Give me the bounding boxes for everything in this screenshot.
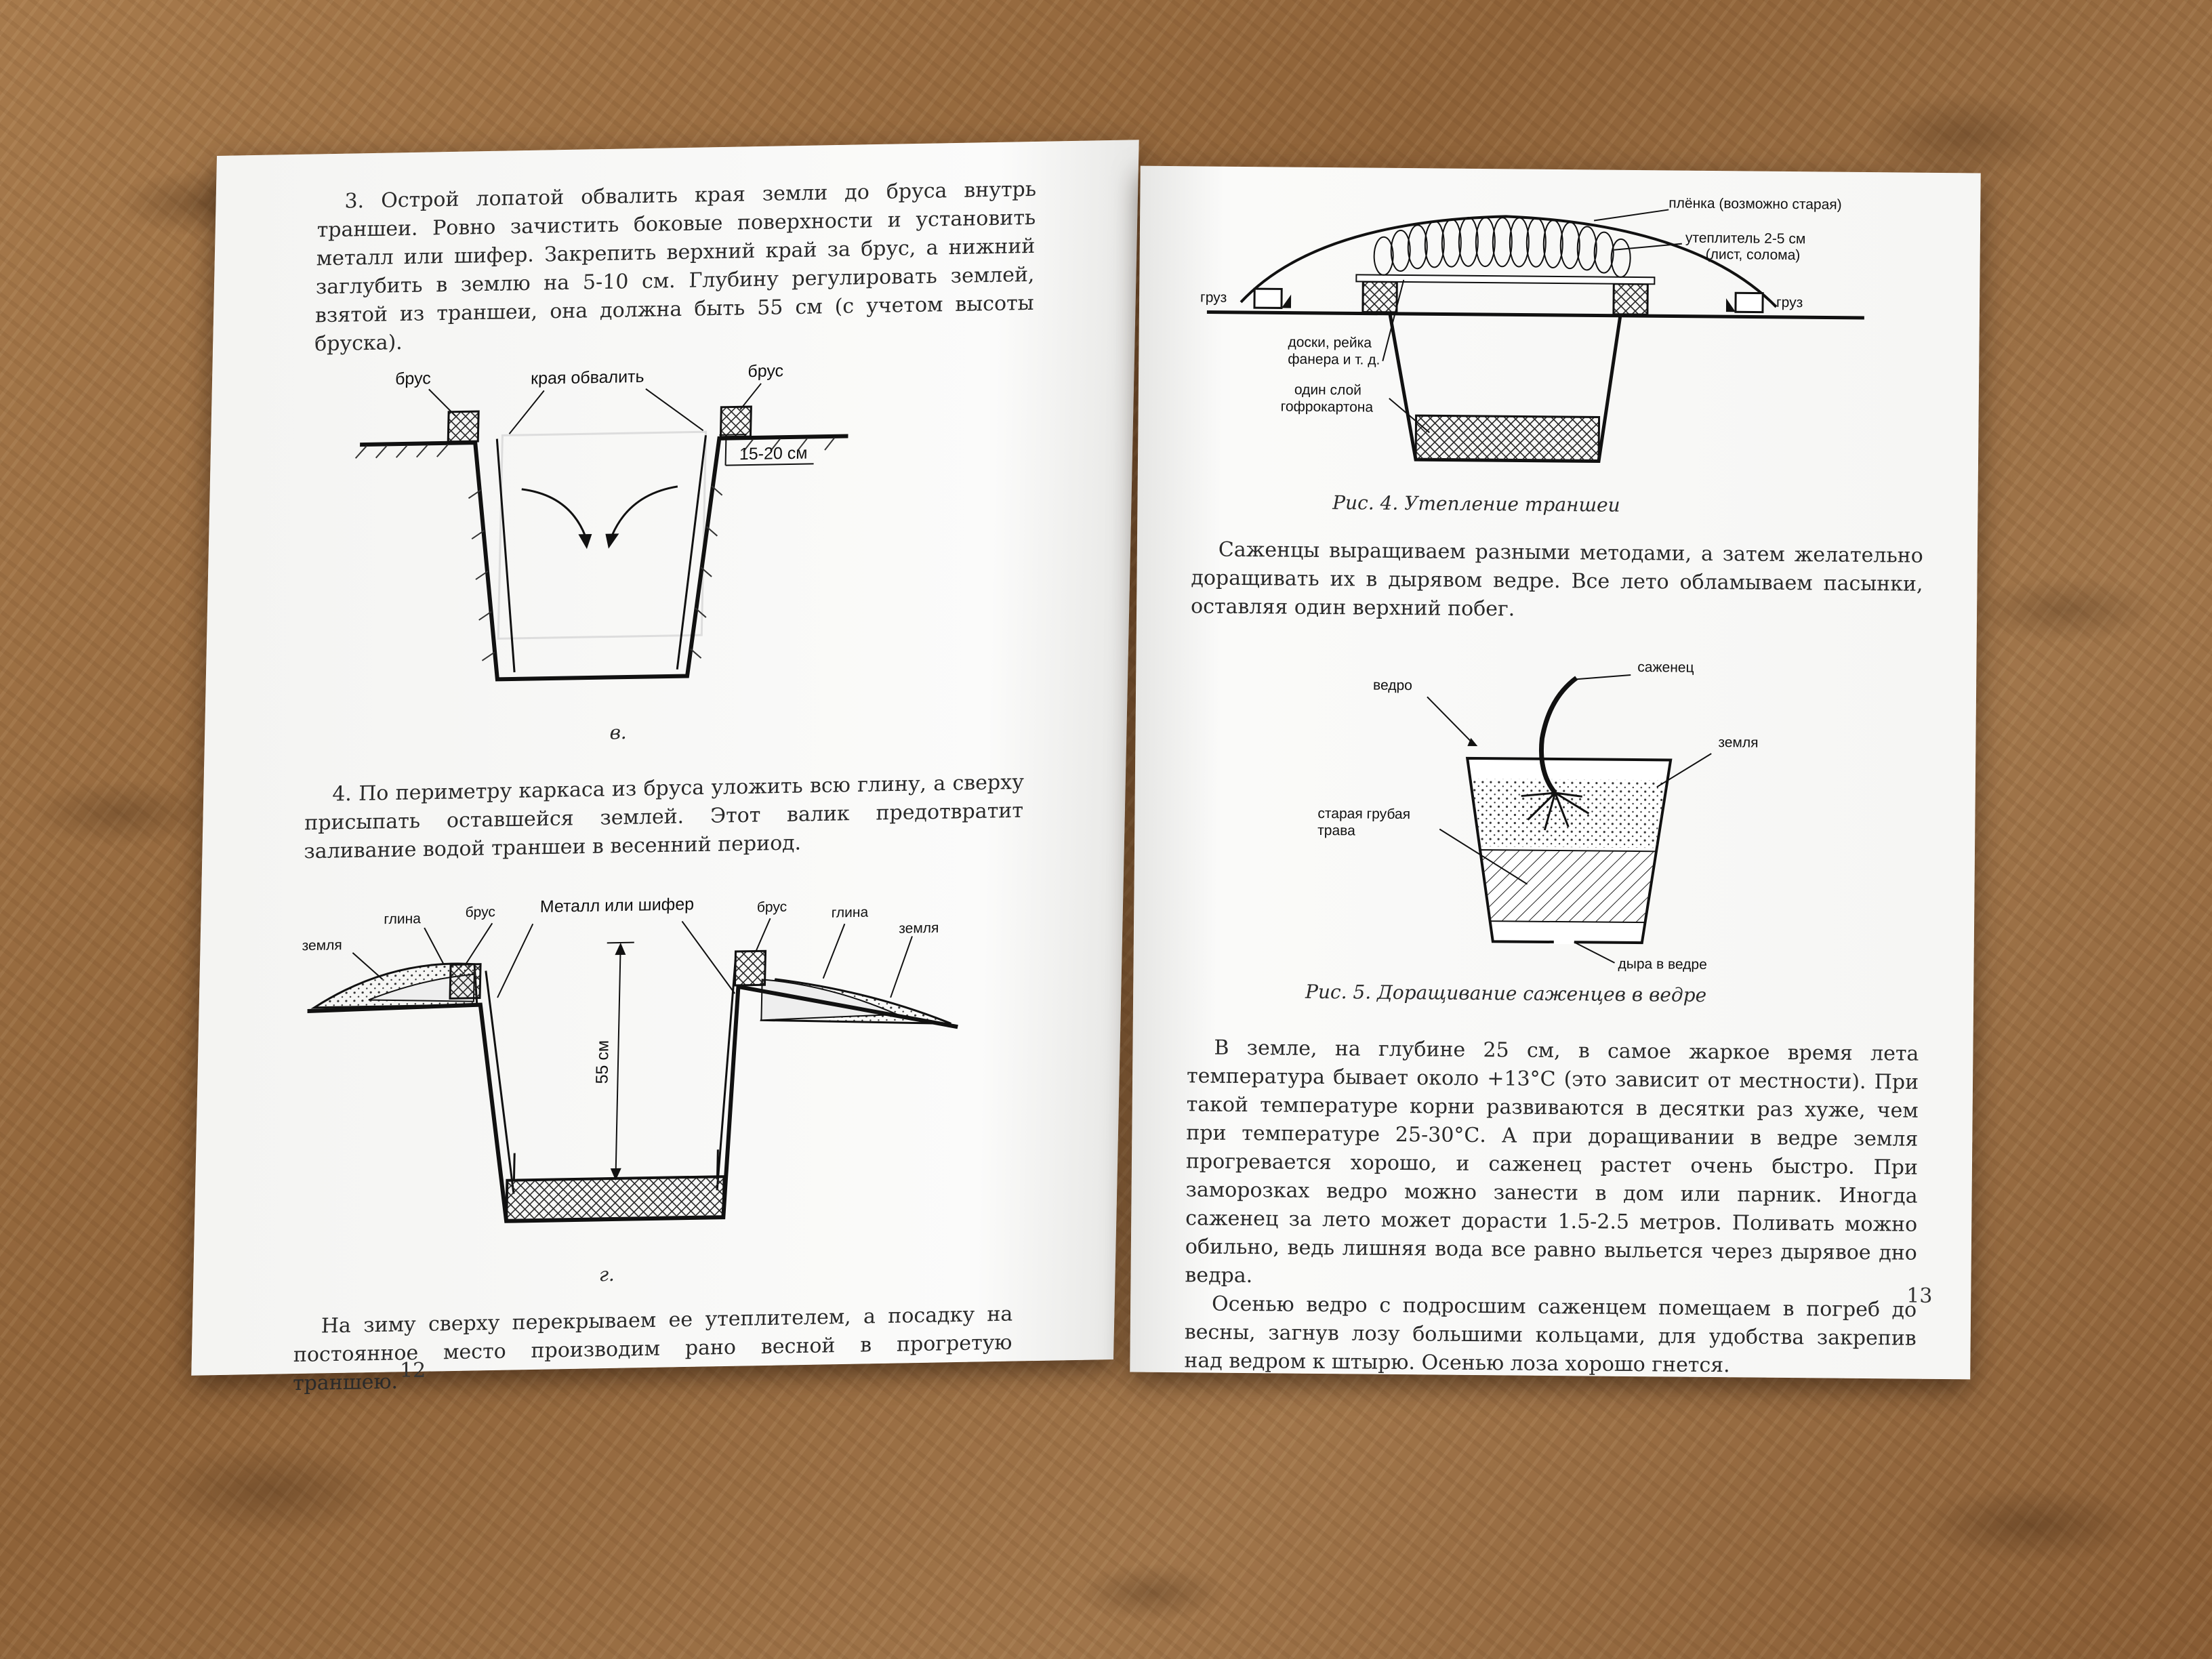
label-load-left: груз [1200, 289, 1227, 305]
label-brus-right-g: брус [757, 899, 787, 916]
figure-4-insulation-diagram: плёнка (возможно старая) утеплитель 2-5 … [1200, 195, 1864, 464]
label-film: плёнка (возможно старая) [1668, 195, 1842, 212]
left-paragraph-5: На зиму сверху перекрываем ее утеплителе… [292, 1302, 1013, 1396]
figure-4-caption: Рис. 4. Утепление траншеи [1332, 491, 1620, 516]
label-metal: Металл или шифер [540, 895, 695, 916]
left-paragraph-4: 4. По периметру каркаса из бруса уложить… [304, 770, 1025, 864]
label-soil: земля [1718, 735, 1758, 751]
label-insulation-2: (лист, солома) [1706, 247, 1801, 263]
label-bucket: ведро [1373, 678, 1412, 694]
label-brus-left-g: брус [465, 904, 495, 920]
figure-g-trench-diagram: 55 см земля глина брус Металл или шифер … [302, 895, 958, 1223]
label-cardboard-1: один слой [1294, 382, 1361, 398]
label-glina-right: глина [831, 905, 868, 921]
label-boards-1: доски, рейка [1288, 335, 1372, 351]
page-number-left: 12 [400, 1359, 426, 1382]
figure-g-caption: г. [598, 1263, 615, 1286]
label-brus-left: брус [395, 369, 431, 388]
label-hole: дыра в ведре [1618, 956, 1706, 972]
figure-v-caption: в. [609, 721, 628, 744]
page-number-right: 13 [1906, 1284, 1933, 1308]
right-paragraph-3: Осенью ведро с подросшим саженцем помеща… [1184, 1292, 1917, 1378]
open-book: 3. Острой лопатой обвалить края земли до… [191, 102, 1981, 1395]
right-paragraph-2: В земле, на глубине 25 см, в самое жарко… [1184, 1033, 1919, 1381]
label-load-right: груз [1776, 295, 1803, 310]
right-paragraph-1: Саженцы выращиваем разными методами, а з… [1190, 537, 1923, 621]
label-depth-55: 55 см [592, 1040, 612, 1084]
figure-v-trench-diagram: брус края обвалить брус 15-20 см [354, 361, 848, 682]
label-zemlya-right: земля [899, 920, 939, 937]
label-seedling: саженец [1637, 659, 1694, 676]
label-insulation-1: утеплитель 2-5 см [1685, 230, 1806, 247]
label-grass-2: трава [1317, 823, 1355, 838]
label-glina-left: глина [384, 911, 421, 927]
label-grass-1: старая грубая [1317, 806, 1410, 822]
figure-5-bucket-diagram: саженец ведро земля старая грубая трава … [1317, 659, 1758, 972]
left-paragraph-3: 3. Острой лопатой обвалить края земли до… [314, 177, 1037, 356]
label-zemlya-left: земля [302, 937, 342, 954]
label-brus-right: брус [747, 361, 783, 381]
left-page: 3. Острой лопатой обвалить края земли до… [191, 140, 1139, 1395]
label-depth-15-20: 15-20 см [739, 444, 808, 464]
label-cardboard-2: гофрокартона [1281, 398, 1374, 415]
figure-5-caption: Рис. 5. Доращивание саженцев в ведре [1305, 980, 1707, 1006]
label-edges: края обвалить [531, 367, 644, 388]
right-page: плёнка (возможно старая) утеплитель 2-5 … [1130, 165, 1981, 1381]
label-boards-2: фанера и т. д. [1288, 352, 1380, 368]
